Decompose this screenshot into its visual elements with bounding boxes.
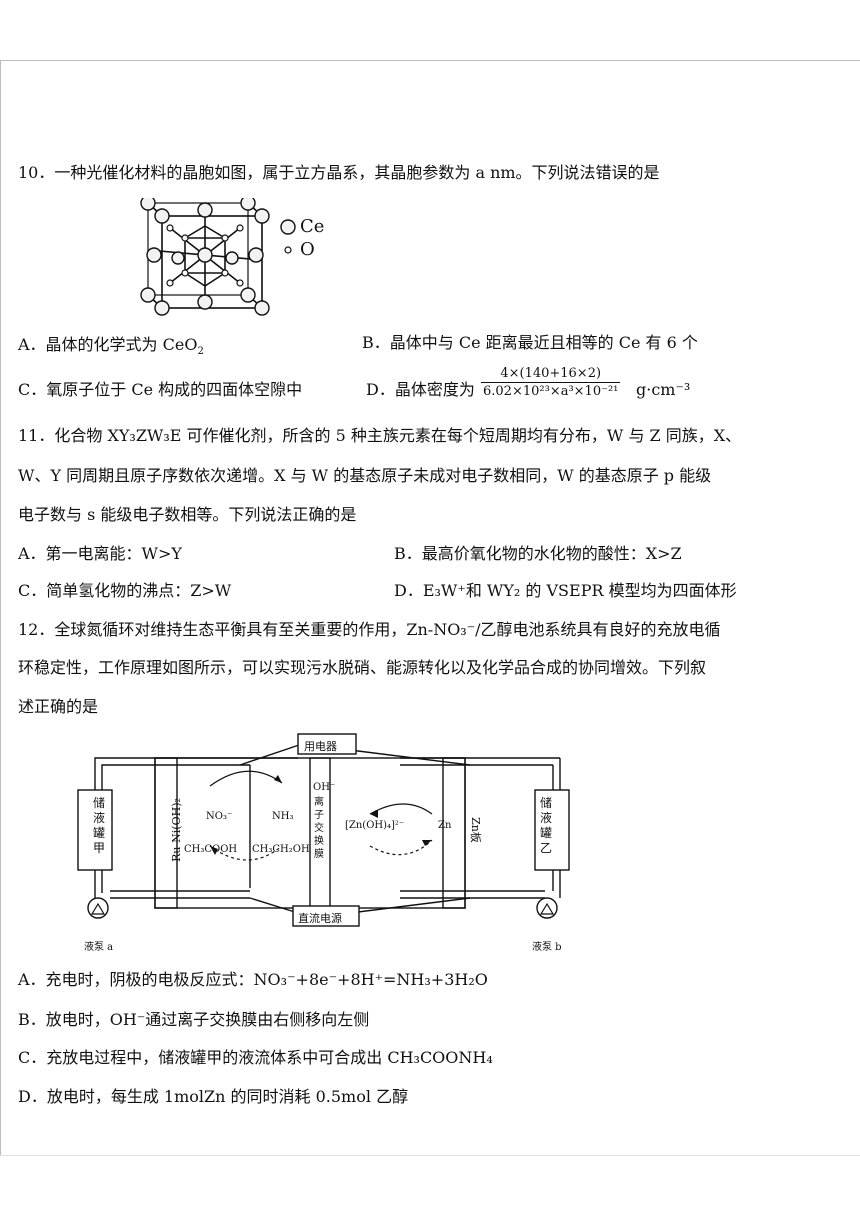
ammonia-label: NH₃ bbox=[272, 811, 294, 822]
legend-o-label: O bbox=[300, 239, 315, 260]
q11-option-d: D．E₃W⁺和 WY₂ 的 VSEPR 模型均为四面体形 bbox=[394, 581, 737, 600]
battery-diagram bbox=[77, 733, 570, 927]
q12-stem-line2: 环稳定性，工作原理如图所示，可以实现污水脱硝、能源转化以及化学品合成的协同增效。… bbox=[18, 658, 707, 677]
q12-option-c: C．充放电过程中，储液罐甲的液流体系中可合成出 CH₃COONH₄ bbox=[18, 1048, 493, 1067]
right-electrode-label: Zn板 bbox=[468, 817, 482, 843]
pump-b-label: 液泵 b bbox=[532, 942, 562, 953]
legend-ce-label: Ce bbox=[300, 216, 325, 237]
nitrate-label: NO₃⁻ bbox=[206, 811, 233, 822]
q10-option-a: A．晶体的化学式为 CeO2 bbox=[18, 335, 204, 358]
q11-stem-line1: 11．化合物 XY₃ZW₃E 可作催化剂，所含的 5 种主族元素在每个短周期均有… bbox=[18, 426, 742, 445]
acetic-acid-label: CH₃COOH bbox=[184, 844, 238, 855]
q10-option-d-prefix: D．晶体密度为 bbox=[366, 380, 475, 399]
tank-a-label: 储液罐甲 bbox=[93, 796, 106, 855]
page-left-border bbox=[0, 60, 1, 1155]
ethanol-label: CH₃CH₂OH bbox=[252, 844, 310, 855]
page-top-border bbox=[0, 60, 860, 61]
crystal-cell-figure bbox=[140, 198, 296, 316]
page-bottom-border bbox=[0, 1155, 860, 1156]
density-unit: g·cm⁻³ bbox=[636, 380, 691, 399]
q11-option-a: A．第一电离能：W>Y bbox=[18, 544, 182, 563]
membrane-ion-label: OH⁻ bbox=[313, 782, 336, 793]
density-denominator: 6.02×10²³×a³×10⁻²¹ bbox=[483, 384, 619, 399]
q12-option-d: D．放电时，每生成 1molZn 的同时消耗 0.5mol 乙醇 bbox=[18, 1087, 409, 1106]
load-label: 用电器 bbox=[304, 740, 337, 753]
q12-stem-line1: 12．全球氮循环对维持生态平衡具有至关重要的作用，Zn-NO₃⁻/乙醇电池系统具… bbox=[18, 620, 721, 639]
tank-b-label: 储液罐乙 bbox=[540, 796, 553, 855]
q12-stem-line3: 述正确的是 bbox=[18, 697, 99, 716]
membrane-label: 离子交换膜 bbox=[314, 797, 324, 860]
q12-option-b: B．放电时，OH⁻通过离子交换膜由右侧移向左侧 bbox=[18, 1010, 370, 1029]
q12-option-a: A．充电时，阴极的电极反应式：NO₃⁻+8e⁻+8H⁺=NH₃+3H₂O bbox=[18, 970, 488, 989]
q10-option-c: C．氧原子位于 Ce 构成的四面体空隙中 bbox=[18, 380, 303, 399]
q10-option-b: B．晶体中与 Ce 距离最近且相等的 Ce 有 6 个 bbox=[362, 333, 698, 352]
dc-source-label: 直流电源 bbox=[298, 912, 342, 925]
q11-option-c: C．简单氢化物的沸点：Z>W bbox=[18, 581, 232, 600]
q11-option-b: B．最高价氧化物的水化物的酸性：X>Z bbox=[394, 544, 682, 563]
q10-stem: 10．一种光催化材料的晶胞如图，属于立方晶系，其晶胞参数为 a nm。下列说法错… bbox=[18, 163, 660, 182]
density-fraction: 4×(140+16×2) 6.02×10²³×a³×10⁻²¹ bbox=[481, 366, 621, 399]
zincate-label: [Zn(OH)₄]²⁻ bbox=[345, 820, 405, 831]
q11-stem-line3: 电子数与 s 能级电子数相等。下列说法正确的是 bbox=[18, 505, 357, 524]
zinc-label: Zn bbox=[438, 820, 452, 831]
pump-a-label: 液泵 a bbox=[84, 942, 114, 953]
q11-stem-line2: W、Y 同周期且原子序数依次递增。X 与 W 的基态原子未成对电子数相同，W 的… bbox=[18, 466, 712, 485]
density-numerator: 4×(140+16×2) bbox=[500, 366, 602, 381]
